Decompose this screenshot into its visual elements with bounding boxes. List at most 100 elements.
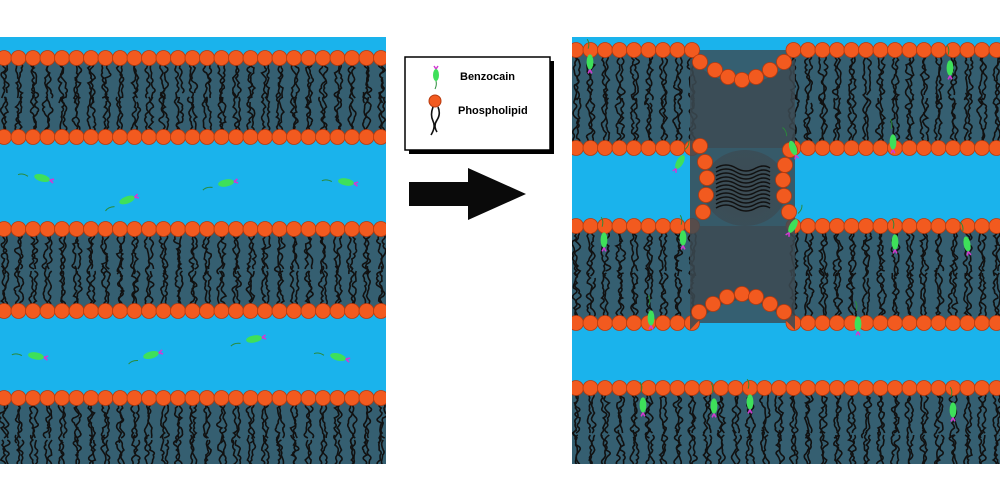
phospholipid-head	[959, 315, 976, 331]
phospholipid-head	[917, 473, 932, 488]
lipid-tail	[963, 54, 970, 101]
phospholipid-head	[0, 303, 12, 319]
benzocaine-amine	[711, 413, 717, 418]
lipid-tail	[249, 402, 256, 439]
phospholipid-head	[785, 42, 802, 58]
lipid-tail	[835, 272, 843, 319]
lipid-tail	[45, 62, 54, 99]
phospholipid-head	[692, 54, 708, 70]
phospholipid-head	[844, 473, 859, 488]
lipid-tail	[730, 429, 738, 464]
lipid-tail	[105, 439, 111, 464]
phospholipid-head	[873, 473, 888, 488]
phospholipid-head	[670, 473, 685, 488]
lipid-tail	[249, 101, 256, 133]
phospholipid-head	[800, 315, 816, 331]
lipid-tail	[759, 392, 767, 439]
lipid-tail	[647, 102, 653, 144]
phospholipid-head	[184, 221, 201, 237]
phospholipid-head	[228, 390, 244, 406]
benzocaine-amine	[892, 249, 898, 254]
phospholipid-head	[10, 221, 27, 237]
lipid-tail	[966, 272, 974, 319]
phospholipid-head	[329, 129, 346, 145]
benzocaine-amine	[49, 178, 55, 184]
lipid-tail	[17, 402, 23, 439]
phospholipid-head	[815, 473, 830, 488]
lipid-tail	[321, 96, 328, 133]
lipid-tail	[365, 270, 372, 307]
lipid-tail	[104, 270, 111, 307]
benzocaine-ring	[647, 310, 655, 326]
benzocaine-chain	[105, 206, 115, 212]
lipid-tail	[59, 62, 69, 99]
benzocaine-ring	[586, 54, 594, 70]
benzocaine-molecule	[321, 178, 359, 187]
lipid-tail	[907, 97, 915, 144]
lipid-tail	[734, 434, 743, 464]
benzocaine-ring	[639, 397, 647, 413]
benzocaine-amine	[950, 417, 956, 422]
lipid-tail	[715, 196, 771, 204]
phospholipid-head	[597, 218, 613, 234]
lipid-tail	[821, 434, 829, 464]
phospholipid-head	[669, 140, 686, 156]
lipid-tail	[278, 270, 286, 307]
lipid-tail	[835, 230, 844, 277]
phospholipid-head	[572, 42, 584, 58]
lipid-tail	[115, 96, 122, 133]
phospholipid-head	[626, 218, 642, 234]
lipid-tail	[661, 434, 669, 464]
legend-label-phospholipid: Phospholipid	[458, 105, 528, 117]
benzocaine-molecule	[746, 378, 754, 414]
phospholipid-head	[640, 140, 657, 156]
lipid-tail	[172, 434, 180, 464]
lipid-tail	[275, 91, 282, 133]
phospholipid-head	[25, 221, 41, 237]
lipid-tail	[304, 439, 312, 464]
lipid-tail	[672, 54, 682, 101]
phospholipid-head	[39, 50, 56, 66]
phospholipid-head	[572, 140, 584, 156]
phospholipid-head	[776, 54, 792, 70]
benzocaine-amine	[133, 193, 140, 199]
benzocaine-molecule	[946, 44, 954, 80]
lipid-tail	[676, 392, 684, 434]
lipid-tail	[715, 204, 771, 212]
phospholipid-head	[692, 138, 708, 154]
lipid-tail	[202, 62, 211, 104]
phospholipid-head	[901, 315, 918, 331]
phospholipid-head	[801, 473, 816, 488]
lipid-tail	[234, 439, 242, 464]
phospholipid-head	[776, 188, 792, 204]
phospholipid-head	[843, 140, 860, 156]
lipid-tail	[918, 272, 926, 319]
lipid-tail	[346, 233, 352, 275]
phospholipid-head	[598, 473, 613, 488]
phospholipid-head	[0, 221, 12, 237]
phospholipid-head	[54, 129, 70, 145]
benzocaine-chain	[889, 118, 893, 129]
lipid-tail	[378, 270, 386, 307]
phospholipid-head	[373, 303, 386, 319]
phospholipid-head	[301, 473, 316, 488]
phospholipid-head	[597, 380, 613, 396]
lipid-tail	[246, 96, 254, 133]
lipid-tail	[89, 270, 97, 307]
lipid-tail	[13, 265, 21, 307]
phospholipid-head	[97, 303, 114, 319]
lipid-tail	[832, 97, 840, 144]
lipid-tail	[981, 392, 988, 434]
phospholipid-head	[597, 42, 613, 58]
phospholipid-head	[358, 129, 375, 145]
lipid-tail	[774, 392, 782, 439]
benzocaine-ring	[119, 195, 135, 205]
phospholipid-head	[786, 473, 801, 488]
phospholipid-head	[916, 380, 932, 396]
lipid-tail	[876, 230, 884, 277]
phospholipid-head	[83, 221, 99, 237]
lipid-tail	[777, 392, 785, 434]
phospholipid-head	[785, 380, 802, 396]
lipid-tail	[307, 270, 314, 307]
legend-box: Benzocain Phospholipid	[404, 56, 554, 154]
